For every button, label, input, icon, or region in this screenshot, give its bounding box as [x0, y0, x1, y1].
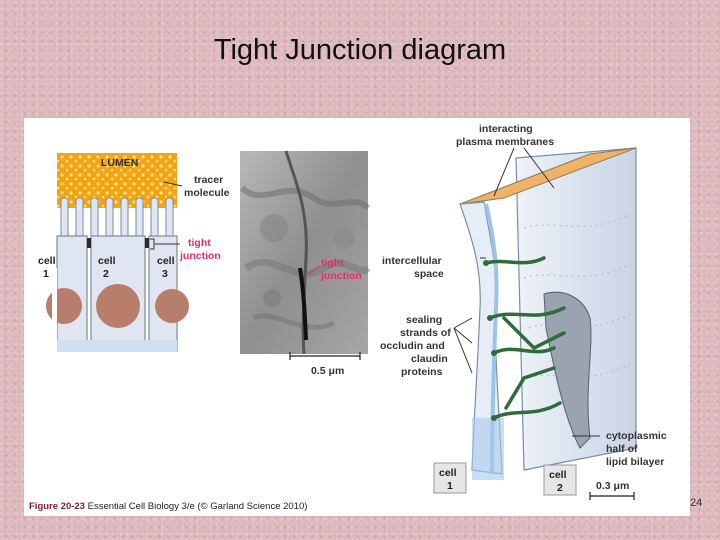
sealing-label-4: claudin: [411, 353, 448, 365]
basal-layer: [57, 340, 177, 352]
electron-micrograph: tight junction 0.5 μm: [239, 150, 371, 377]
left-cell3-num: 3: [162, 268, 168, 280]
figure-panel: LUMEN tracer molecule tight junction cel…: [24, 118, 690, 516]
tight-junction-figure: LUMEN tracer molecule tight junction cel…: [38, 123, 667, 500]
lumen-label: LUMEN: [101, 157, 138, 169]
interacting-label-1: interacting: [479, 123, 533, 135]
slide-title: Tight Junction diagram: [213, 34, 507, 66]
cyto-label-3: lipid bilayer: [606, 456, 664, 468]
left-cell2-num: 2: [103, 268, 109, 280]
left-tight-label-1: tight: [188, 237, 211, 249]
left-cell2-word: cell: [98, 255, 116, 267]
cyto-label-2: half of: [606, 443, 638, 455]
slide-number: 24: [690, 497, 703, 509]
intercellular-label-1: intercellular: [382, 255, 442, 267]
right-cell1-num: 1: [447, 480, 453, 492]
tracer-label-2: molecule: [184, 187, 230, 199]
tracer-label-1: tracer: [194, 174, 223, 186]
left-cell1-num: 1: [43, 268, 49, 280]
sealing-label-2: strands of: [400, 327, 451, 339]
epithelium-schematic: LUMEN tracer molecule tight junction cel…: [38, 153, 230, 358]
sealing-label-5: proteins: [401, 366, 443, 378]
left-cell3-word: cell: [157, 255, 175, 267]
micro-tight-label-1: tight: [321, 257, 344, 269]
membrane-3d-diagram: interacting plasma membranes intercellul…: [380, 123, 667, 500]
cell-1-nucleus: [46, 288, 82, 324]
top-slab: [459, 147, 637, 205]
caption-source: Essential Cell Biology 3/e (© Garland Sc…: [84, 501, 308, 512]
cytoplasmic-flap: [543, 291, 592, 449]
microvilli: [60, 197, 174, 239]
sealing-strands: [484, 256, 566, 420]
right-cell2-word: cell: [549, 469, 567, 481]
junction-bracket: [150, 238, 155, 250]
left-cell1-word: cell: [38, 255, 56, 267]
caption-figure-number: Figure 20-23: [29, 501, 85, 512]
micro-scale-label: 0.5 μm: [311, 365, 344, 377]
left-tight-label-2: junction: [179, 250, 221, 262]
right-cell1-box: [433, 462, 467, 494]
right-scale-label: 0.3 μm: [596, 480, 629, 492]
micro-tight-label-2: junction: [320, 270, 362, 282]
cell-3-nucleus: [155, 289, 189, 323]
right-cell2-num: 2: [557, 482, 563, 494]
intercellular-label-2: space: [414, 268, 444, 280]
micrograph-junction-dark: [298, 267, 308, 341]
tracer-leader: [163, 181, 183, 187]
right-cell1-word: cell: [439, 467, 457, 479]
cell-2-nucleus: [96, 284, 140, 328]
cyto-label-1: cytoplasmic: [606, 430, 667, 442]
figure-caption: Figure 20-23 Essential Cell Biology 3/e …: [29, 501, 307, 512]
sealing-label-3: occludin and: [380, 340, 445, 352]
interacting-label-2: plasma membranes: [456, 136, 554, 148]
right-cell2-box: [543, 464, 577, 496]
sealing-label-1: sealing: [406, 314, 442, 326]
